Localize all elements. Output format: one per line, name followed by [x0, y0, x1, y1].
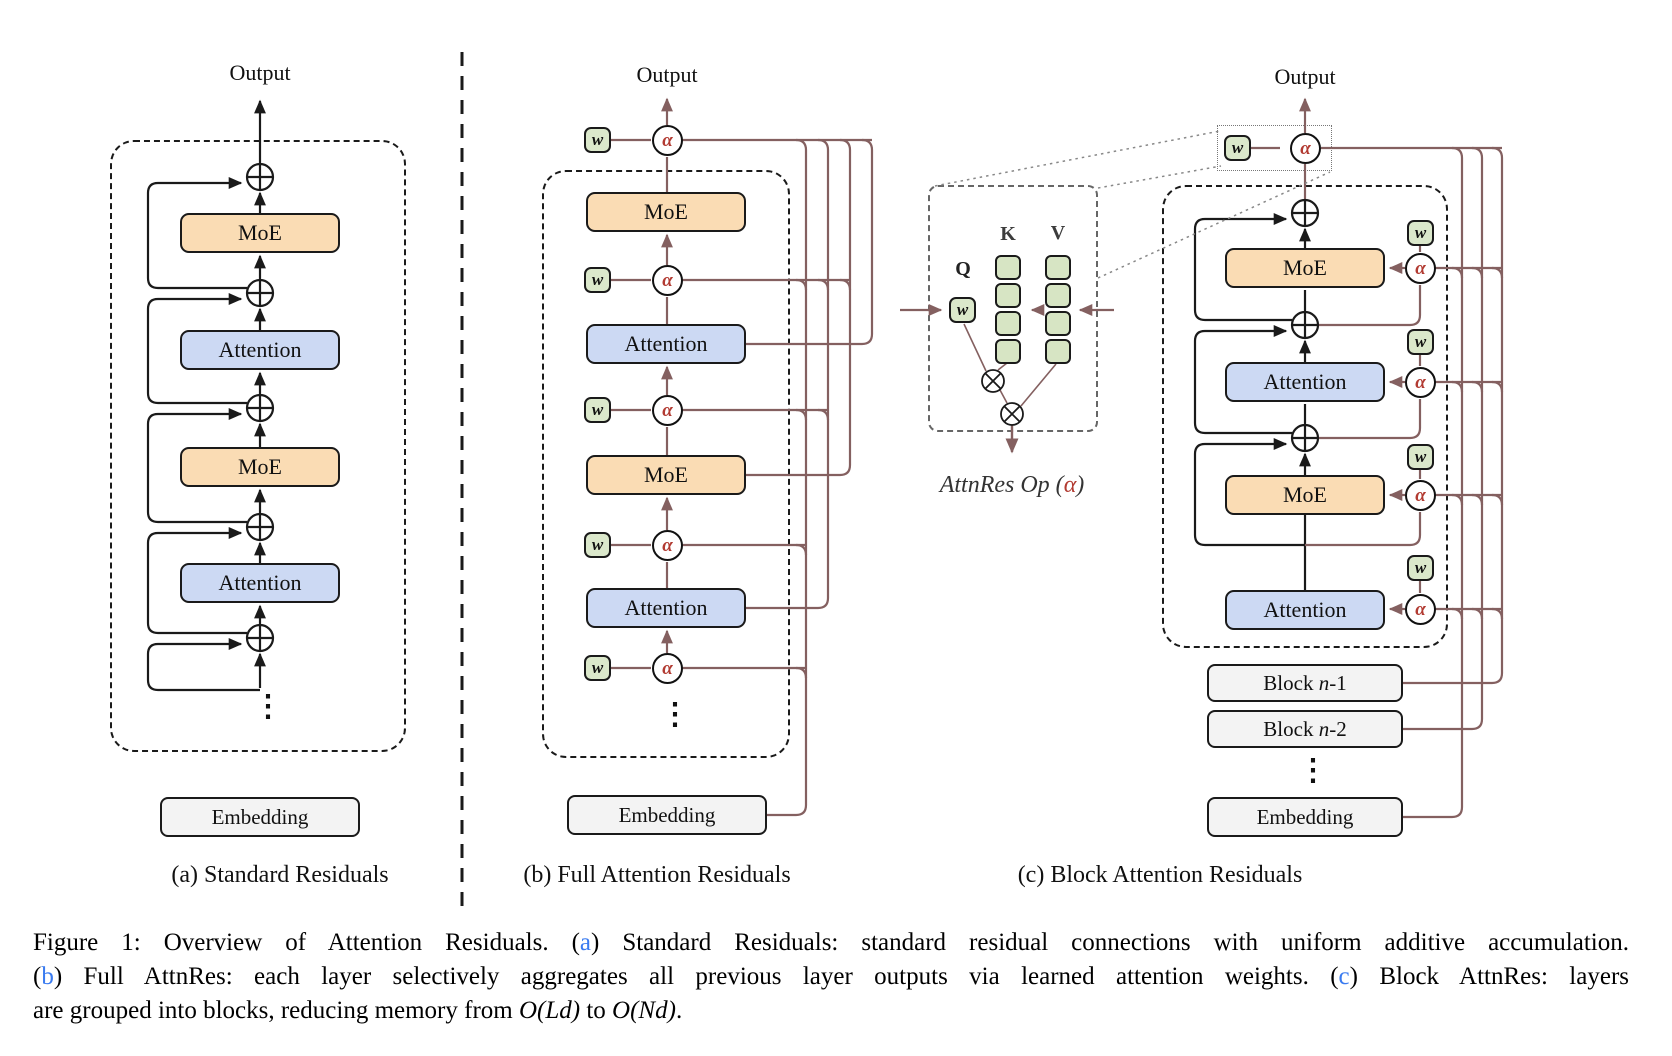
- panel-b-ellipsis: ⋮: [660, 698, 690, 731]
- panel-c-moe-block-1: MoE: [1225, 248, 1385, 288]
- panel-c-alpha-node-3: α: [1405, 480, 1436, 511]
- inset-v-cell-3: [1045, 311, 1071, 336]
- panel-b-embedding-block: Embedding: [567, 795, 767, 835]
- figure-caption: Figure 1: Overview of Attention Residual…: [33, 926, 1629, 1028]
- panel-c-residual-loops: [1193, 213, 1305, 547]
- panel-c-top-weight-chip: w: [1224, 135, 1251, 161]
- panel-b-weight-chip-2: w: [584, 267, 611, 293]
- panel-c-alpha-node-4: α: [1405, 594, 1436, 625]
- panel-b-moe-block-2: MoE: [586, 455, 746, 495]
- block-n1-label: Block n-1: [1263, 670, 1347, 695]
- panel-a-attention-block-1: Attention: [180, 330, 340, 370]
- panel-c-alpha-node-2: α: [1405, 367, 1436, 398]
- figure-caption-line-3: are grouped into blocks, reducing memory…: [33, 997, 683, 1024]
- inset-v-label: V: [1050, 222, 1066, 244]
- inset-lens-dotted-lines: [934, 130, 1331, 279]
- inset-q-label: Q: [955, 258, 971, 280]
- panel-b-alpha-node-5: α: [652, 653, 683, 684]
- inset-v-cell-1: [1045, 255, 1071, 280]
- panel-b-attention-block-1: Attention: [586, 324, 746, 364]
- panel-c-weight-chip-4: w: [1407, 555, 1434, 581]
- panel-c-block-n2: Block n-2: [1207, 710, 1403, 748]
- inset-weight-chip: w: [949, 297, 976, 323]
- panel-c-caption: (c) Block Attention Residuals: [1017, 862, 1303, 888]
- panel-c-embedding-block: Embedding: [1207, 797, 1403, 837]
- panel-b-alpha-node-3: α: [652, 395, 683, 426]
- panel-b-moe-block-1: MoE: [586, 192, 746, 232]
- figure-caption-line-1: Figure 1: Overview of Attention Residual…: [33, 929, 1629, 956]
- panel-b-alpha-node-1: α: [652, 125, 683, 156]
- panel-c-weight-chip-1: w: [1407, 220, 1434, 246]
- panel-c-add-nodes: [1290, 198, 1320, 453]
- panel-c-moe-block-2: MoE: [1225, 475, 1385, 515]
- panel-b-spine: [610, 97, 673, 670]
- panel-a-dashed-box: [110, 140, 406, 752]
- panel-a-add-nodes: [245, 162, 275, 653]
- inset-v-cell-2: [1045, 283, 1071, 308]
- panel-b-alpha-node-4: α: [652, 530, 683, 561]
- panel-a-attention-block-2: Attention: [180, 563, 340, 603]
- panel-b-weight-chip-3: w: [584, 397, 611, 423]
- inset-k-cell-4: [995, 339, 1021, 364]
- panel-b-attention-block-2: Attention: [586, 588, 746, 628]
- panel-b-weight-chip-1: w: [584, 127, 611, 153]
- block-n2-label: Block n-2: [1263, 716, 1347, 741]
- panel-a-residual-loops: [146, 177, 260, 692]
- panel-c-block-n1: Block n-1: [1207, 664, 1403, 702]
- attnres-op-label: AttnRes Op (α): [939, 472, 1085, 498]
- inset-k-cell-1: [995, 255, 1021, 280]
- panel-b-caption: (b) Full Attention Residuals: [523, 862, 791, 888]
- panel-c-output-label: Output: [1274, 64, 1336, 89]
- inset-op-lines: [900, 304, 1114, 454]
- panel-c-weight-chip-3: w: [1407, 444, 1434, 470]
- panel-c-ellipsis: ⋮: [1298, 754, 1328, 787]
- panel-a-ellipsis: ⋮: [253, 690, 283, 723]
- inset-k-cell-2: [995, 283, 1021, 308]
- inset-k-cell-3: [995, 311, 1021, 336]
- panel-c-alpha-node-1: α: [1405, 253, 1436, 284]
- panel-a-output-label: Output: [229, 60, 291, 85]
- panel-a-embedding-block: Embedding: [160, 797, 360, 837]
- inset-k-label: K: [1000, 223, 1016, 245]
- panel-c-attention-block-2: Attention: [1225, 590, 1385, 630]
- panel-a-moe-block-2: MoE: [180, 447, 340, 487]
- panel-c-weight-chip-2: w: [1407, 329, 1434, 355]
- inset-multiply-nodes: [981, 369, 1024, 426]
- panel-a-moe-block-1: MoE: [180, 213, 340, 253]
- panel-b-attention-residual-network: [682, 138, 874, 817]
- panel-c-attnres-lines: [1240, 97, 1504, 819]
- panel-b-alpha-node-2: α: [652, 265, 683, 296]
- panel-b-output-label: Output: [636, 62, 698, 87]
- panel-c-top-alpha-node: α: [1290, 133, 1321, 164]
- figure-caption-line-2: (b) Full AttnRes: each layer selectively…: [33, 963, 1629, 990]
- panel-b-weight-chip-4: w: [584, 532, 611, 558]
- panel-a-caption: (a) Standard Residuals: [171, 862, 389, 888]
- panel-b-weight-chip-5: w: [584, 655, 611, 681]
- inset-v-cell-4: [1045, 339, 1071, 364]
- panel-c-attention-block-1: Attention: [1225, 362, 1385, 402]
